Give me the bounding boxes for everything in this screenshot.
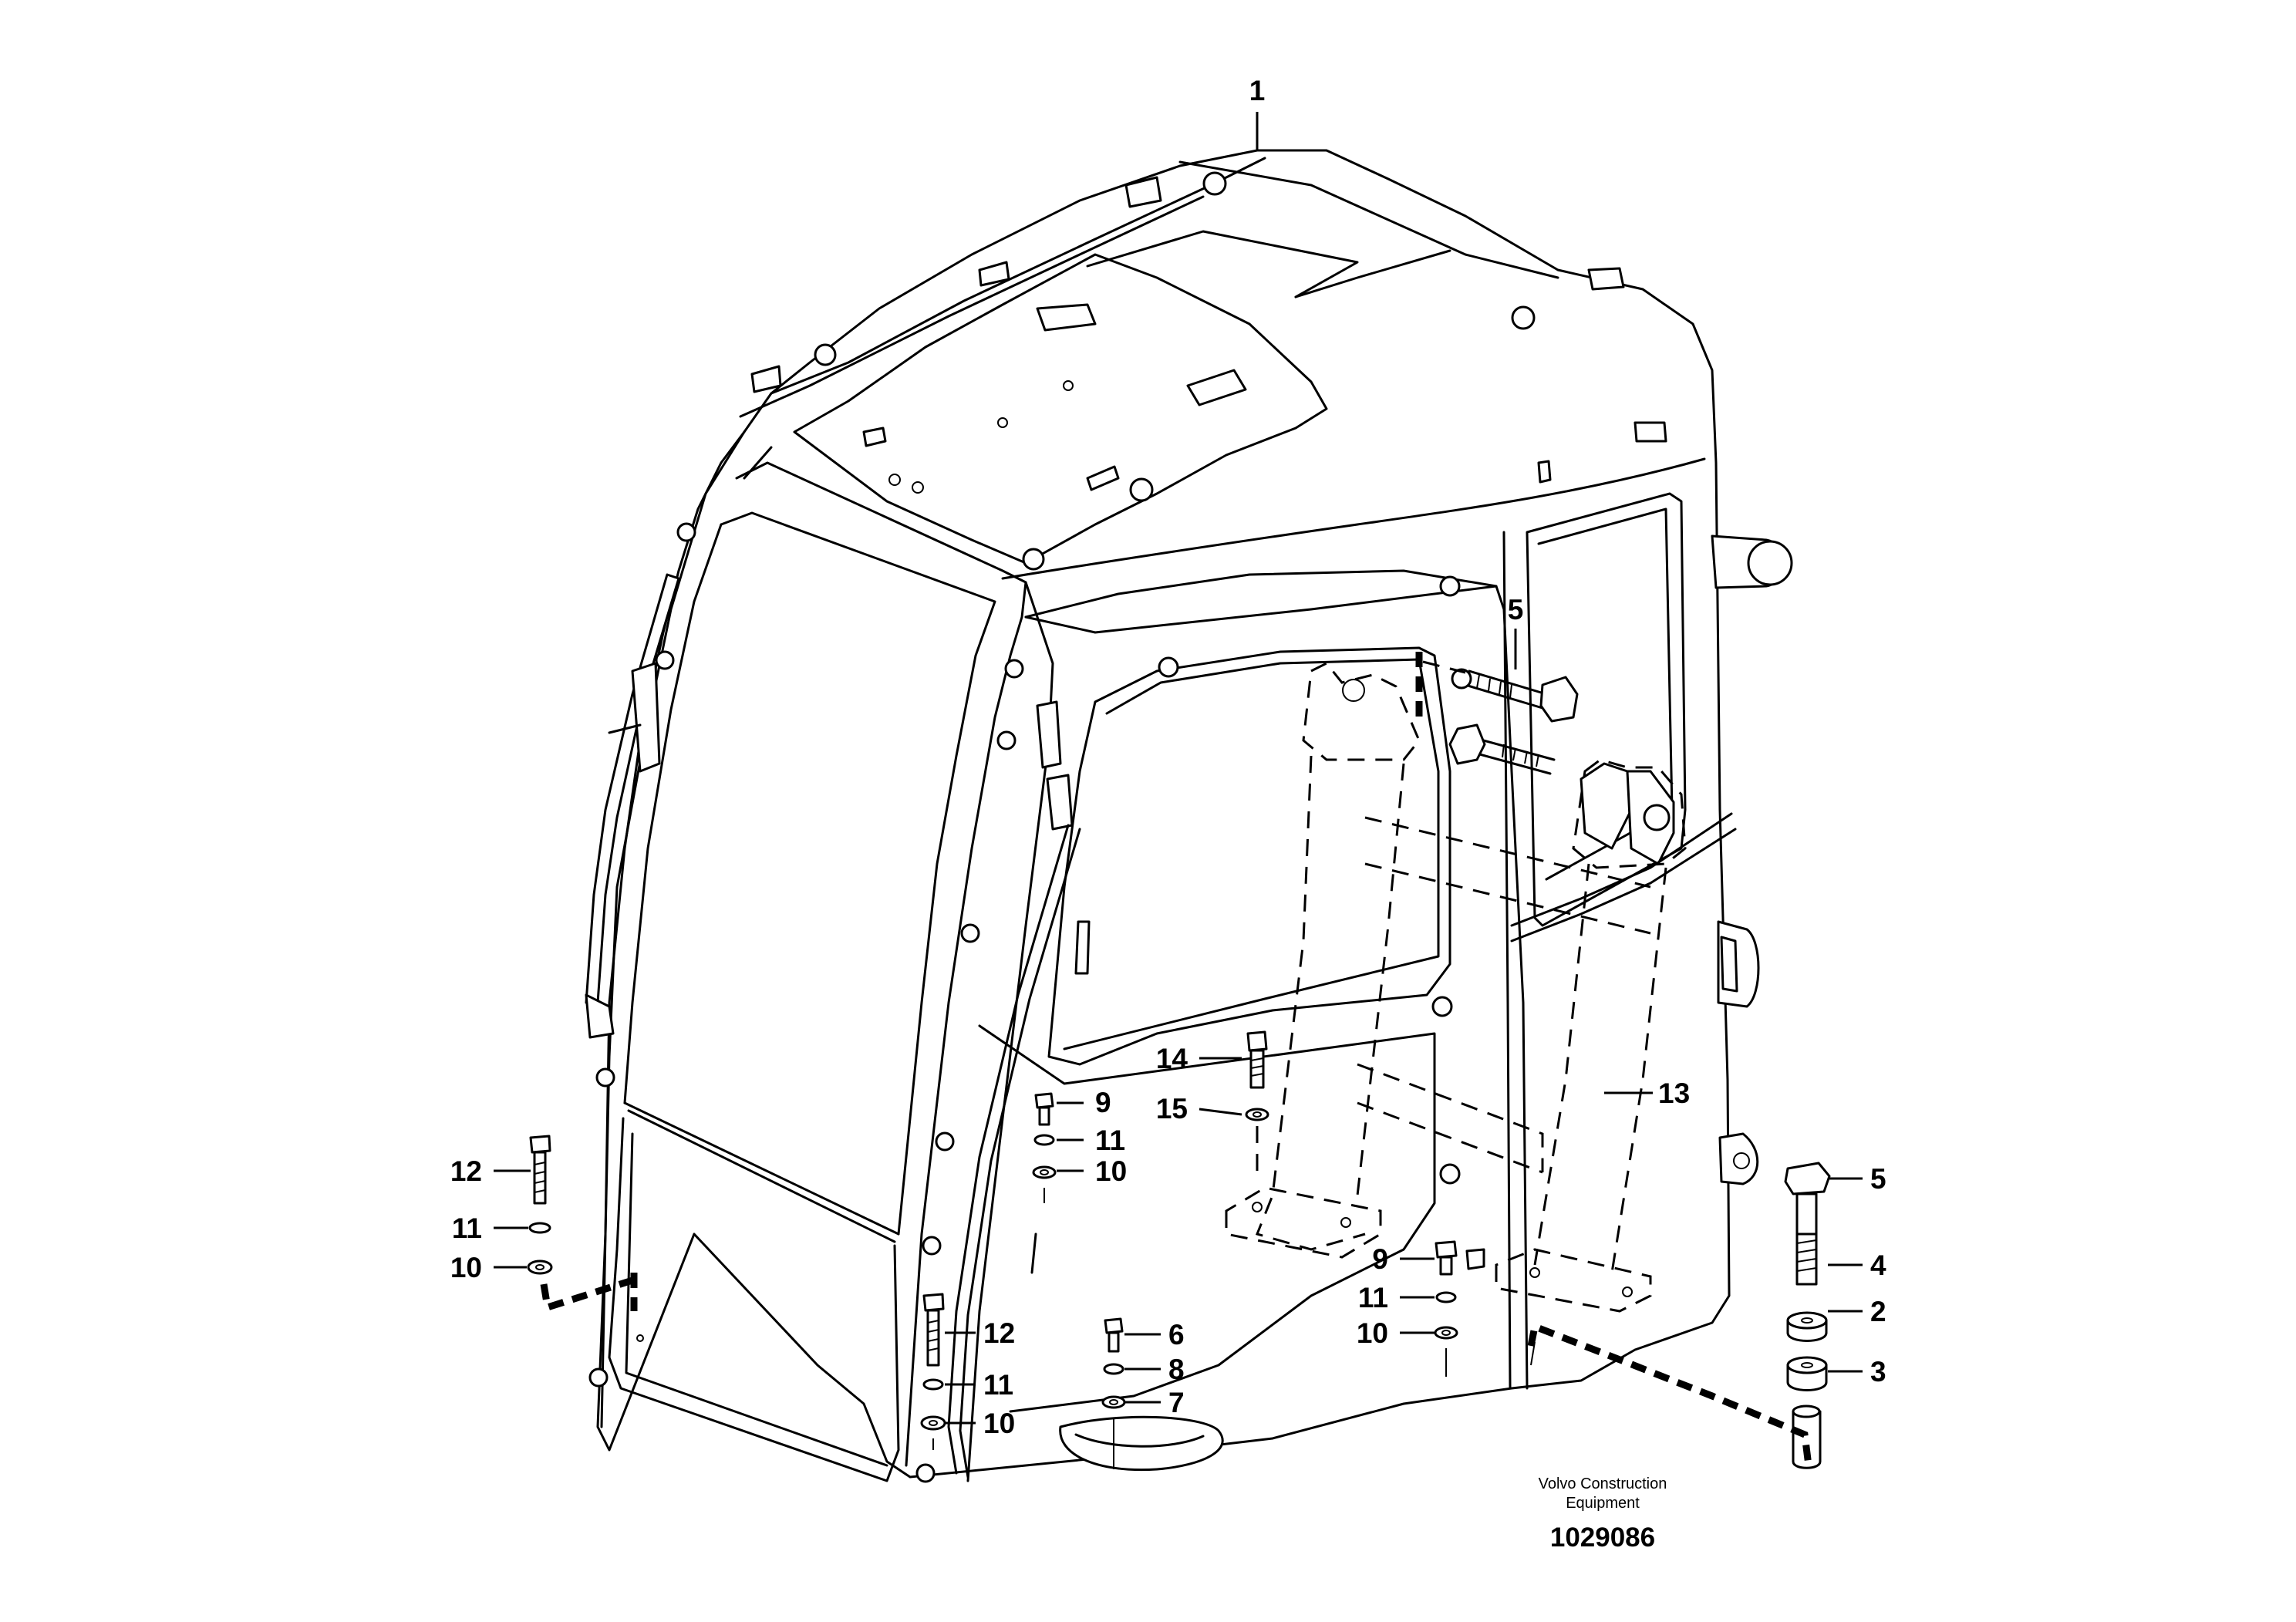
- callout-3: 3: [1870, 1356, 1886, 1388]
- callout-6: 6: [1168, 1319, 1185, 1351]
- callout-9-left: 9: [1095, 1087, 1111, 1118]
- bolt-5-upper-a: [1451, 668, 1579, 723]
- callout-14: 14: [1156, 1043, 1188, 1074]
- bolt-12-washers-11-10-door: [920, 1293, 946, 1450]
- callout-5-right: 5: [1870, 1163, 1886, 1195]
- operator-cab: [585, 149, 1793, 1483]
- callout-5-upper: 5: [1508, 594, 1524, 626]
- wiper-assembly: [585, 573, 680, 1039]
- callout-labels: 1 5 14 15 9 11 10 12 11 10 13 5 4 2 3 9 …: [450, 75, 1886, 1439]
- screw-9-washers-11-10-center: [1434, 1240, 1458, 1377]
- bolt-5-upper-b: [1448, 723, 1556, 775]
- callout-11-far-left: 11: [452, 1212, 482, 1244]
- callout-2: 2: [1870, 1296, 1886, 1327]
- callout-11-left-upper: 11: [1095, 1125, 1125, 1156]
- drawing-number: 1029086: [1550, 1523, 1655, 1553]
- screw-6-washers-8-7: [1101, 1317, 1126, 1469]
- callout-10-left-upper: 10: [1095, 1155, 1127, 1187]
- callout-11-door: 11: [983, 1369, 1013, 1401]
- leader-lines: [494, 112, 1863, 1425]
- callout-1: 1: [1249, 75, 1266, 106]
- bolt-14-washer-15: [1245, 1030, 1269, 1172]
- callout-8: 8: [1168, 1354, 1185, 1385]
- callout-15: 15: [1156, 1093, 1188, 1125]
- callout-12-far-left: 12: [450, 1155, 482, 1187]
- callout-13: 13: [1658, 1077, 1690, 1109]
- callout-10-center: 10: [1357, 1317, 1388, 1349]
- bolt-5-spacers-4-2-3-right: [1784, 1162, 1831, 1469]
- callout-12-door: 12: [983, 1317, 1015, 1349]
- credit-line-1: Volvo Construction: [1539, 1475, 1667, 1492]
- bolt-12-washers-11-10-far-left: [527, 1135, 553, 1275]
- callout-4: 4: [1870, 1249, 1886, 1281]
- mounting-bracket-hidden: [1225, 662, 1737, 1313]
- callout-9-center: 9: [1372, 1243, 1388, 1275]
- callout-10-far-left: 10: [450, 1252, 482, 1283]
- callout-10-door: 10: [983, 1408, 1015, 1439]
- callout-7: 7: [1168, 1387, 1185, 1418]
- title-block: Volvo Construction Equipment 1029086: [1539, 1475, 1667, 1553]
- callout-11-center: 11: [1358, 1282, 1388, 1313]
- credit-line-2: Equipment: [1566, 1495, 1640, 1512]
- screw-9-washers-11-10-left: [1030, 1092, 1057, 1274]
